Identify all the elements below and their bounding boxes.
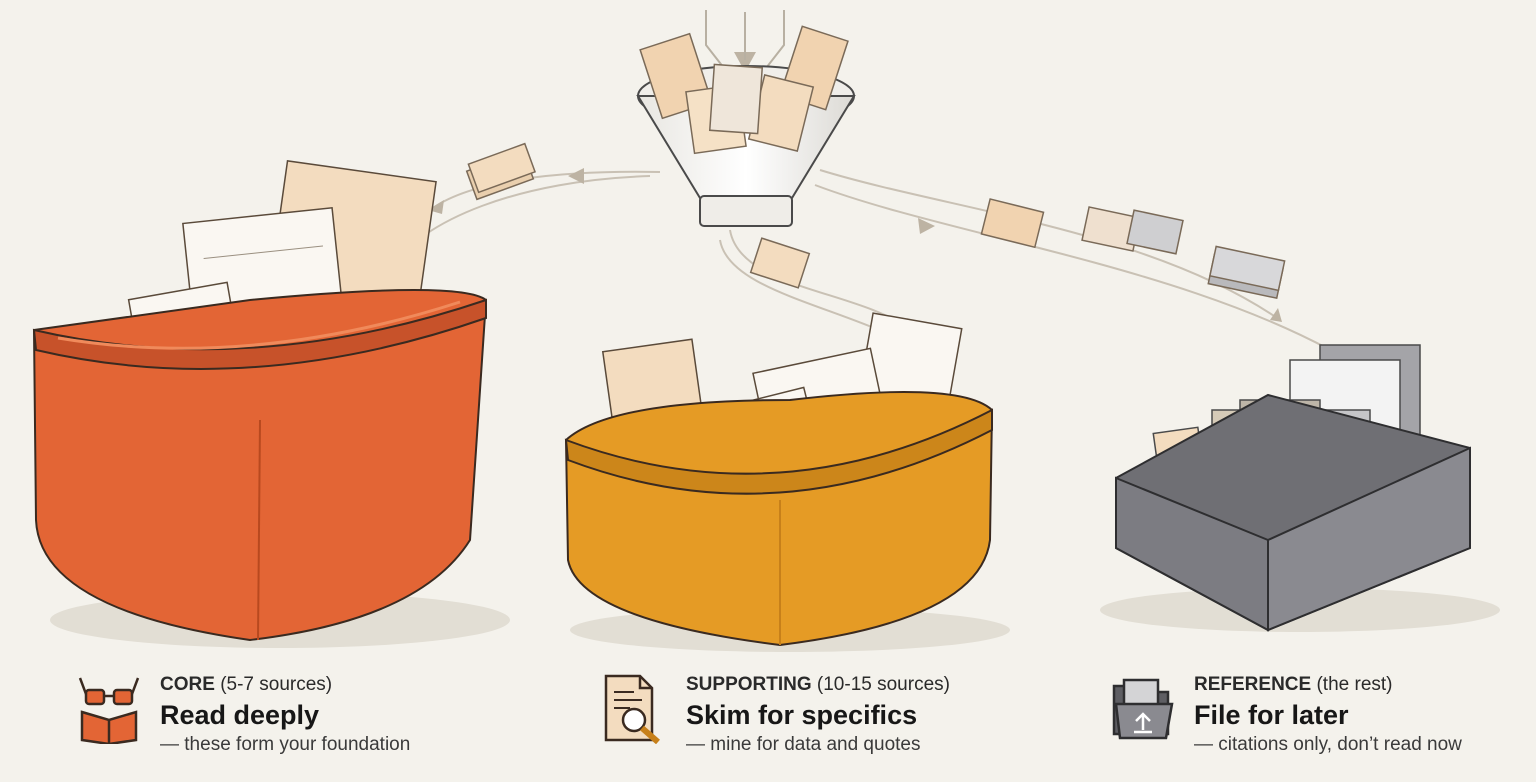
reference-tag-line: REFERENCE (the rest): [1194, 672, 1462, 698]
document-magnifier-icon: [604, 674, 660, 744]
gray-file-box-icon: [1100, 344, 1500, 632]
supporting-caption: SUPPORTING (10-15 sources) Skim for spec…: [602, 672, 950, 758]
red-bin-icon: [32, 160, 510, 648]
flying-documents: [465, 142, 1286, 300]
supporting-action: Skim for specifics: [686, 700, 918, 730]
arrow-head-icon: [1270, 308, 1282, 322]
document-icon: [465, 142, 536, 201]
document-icon: [980, 198, 1045, 249]
document-icon: [1126, 209, 1184, 255]
flow-arrow-icon: [814, 184, 1381, 381]
core-tag-line: CORE (5-7 sources): [160, 672, 410, 698]
reference-action: File for later: [1194, 700, 1349, 730]
arrow-head-icon: [918, 218, 935, 234]
arrow-head-icon: [734, 52, 756, 72]
yellow-tray-icon: [564, 312, 1010, 652]
core-action: Read deeply: [160, 700, 320, 730]
arrow-heads: [428, 52, 1282, 334]
supporting-description: — mine for data and quotes: [686, 734, 921, 755]
reference-description: — citations only, don’t read now: [1194, 734, 1462, 755]
glasses-book-icon: [78, 677, 140, 744]
document-icon: [1207, 245, 1286, 300]
core-tag: CORE: [160, 674, 215, 695]
document-icon: [749, 237, 811, 289]
supporting-tag-line: SUPPORTING (10-15 sources): [686, 672, 950, 698]
reference-count: (the rest): [1316, 674, 1393, 695]
reference-tag: REFERENCE: [1194, 674, 1312, 695]
core-caption: CORE (5-7 sources) Read deeply — these f…: [76, 672, 410, 758]
funnel-icon: [636, 25, 856, 227]
core-count: (5-7 sources): [220, 674, 333, 695]
supporting-tag: SUPPORTING: [686, 674, 812, 695]
reference-caption: REFERENCE (the rest) File for later — ci…: [1110, 672, 1462, 758]
core-description: — these form your foundation: [160, 734, 411, 755]
supporting-count: (10-15 sources): [816, 674, 950, 695]
flow-arrows: [389, 150, 1381, 381]
folder-upload-icon: [1112, 678, 1174, 740]
arrow-head-icon: [568, 168, 584, 184]
